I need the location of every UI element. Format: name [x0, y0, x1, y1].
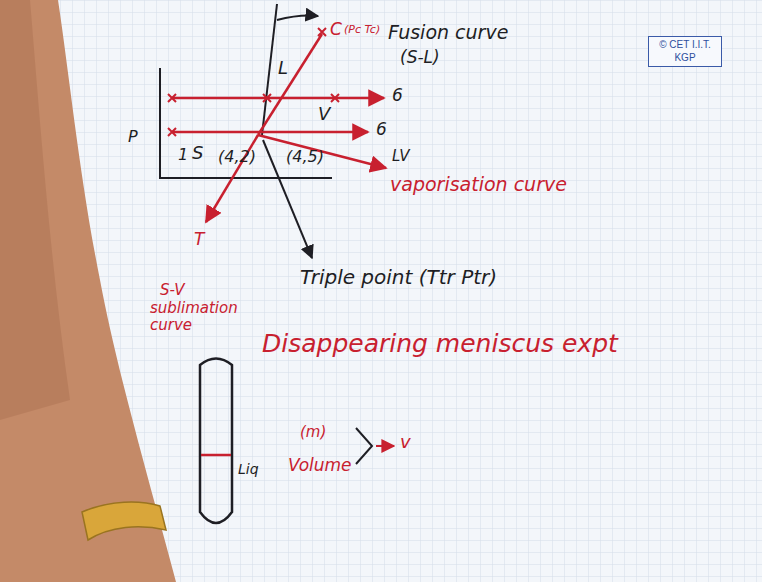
handwritten-label: Liq — [238, 462, 259, 477]
handwritten-label: vaporisation curve — [390, 174, 567, 195]
handwritten-label: sublimation curve — [150, 300, 260, 333]
handwritten-label: T — [194, 230, 204, 249]
handwritten-label: S-V — [160, 282, 185, 299]
handwritten-label: C — [330, 20, 342, 39]
handwritten-label: (Pc Tc) — [344, 24, 380, 36]
handwritten-label: S — [192, 143, 203, 163]
cross-marks — [168, 28, 339, 136]
handwritten-label: P — [128, 128, 138, 146]
meniscus-line — [201, 454, 231, 457]
axes — [160, 68, 332, 178]
logo-box: © CET I.I.T. KGP — [648, 36, 722, 67]
handwritten-label: 6 — [392, 86, 403, 105]
hand-shadow — [0, 0, 70, 420]
handwritten-label: (m) — [300, 424, 326, 441]
handwritten-label: v — [400, 432, 411, 452]
handwritten-label: Triple point (Ttr Ptr) — [300, 266, 497, 288]
handwritten-label: (S-L) — [400, 48, 440, 67]
hand — [0, 0, 176, 582]
handwritten-label: (4,2) — [218, 148, 256, 166]
handwritten-label: LV — [392, 148, 410, 165]
handwritten-label: 6 — [376, 120, 387, 139]
sublimation-line — [206, 135, 258, 222]
handwritten-label: V — [318, 104, 330, 124]
bracket — [356, 428, 372, 464]
pointer-arrow — [277, 16, 318, 21]
test-tube — [200, 359, 232, 524]
isobar-line — [172, 131, 368, 134]
isobar-line — [172, 97, 384, 100]
handwritten-label: Volume — [288, 456, 352, 475]
handwritten-label: 1 — [178, 146, 188, 164]
bracelet — [82, 502, 166, 540]
handwritten-label: (4,5) — [286, 148, 324, 166]
result-arrow — [376, 445, 394, 447]
logo-text: © CET I.I.T. KGP — [654, 39, 716, 64]
vaporisation-line — [258, 135, 386, 168]
liquid-vapour-line — [258, 34, 322, 135]
handwritten-label: Disappearing meniscus expt — [262, 330, 618, 358]
handwritten-label: Fusion curve — [388, 22, 508, 43]
handwritten-label: L — [278, 58, 288, 78]
